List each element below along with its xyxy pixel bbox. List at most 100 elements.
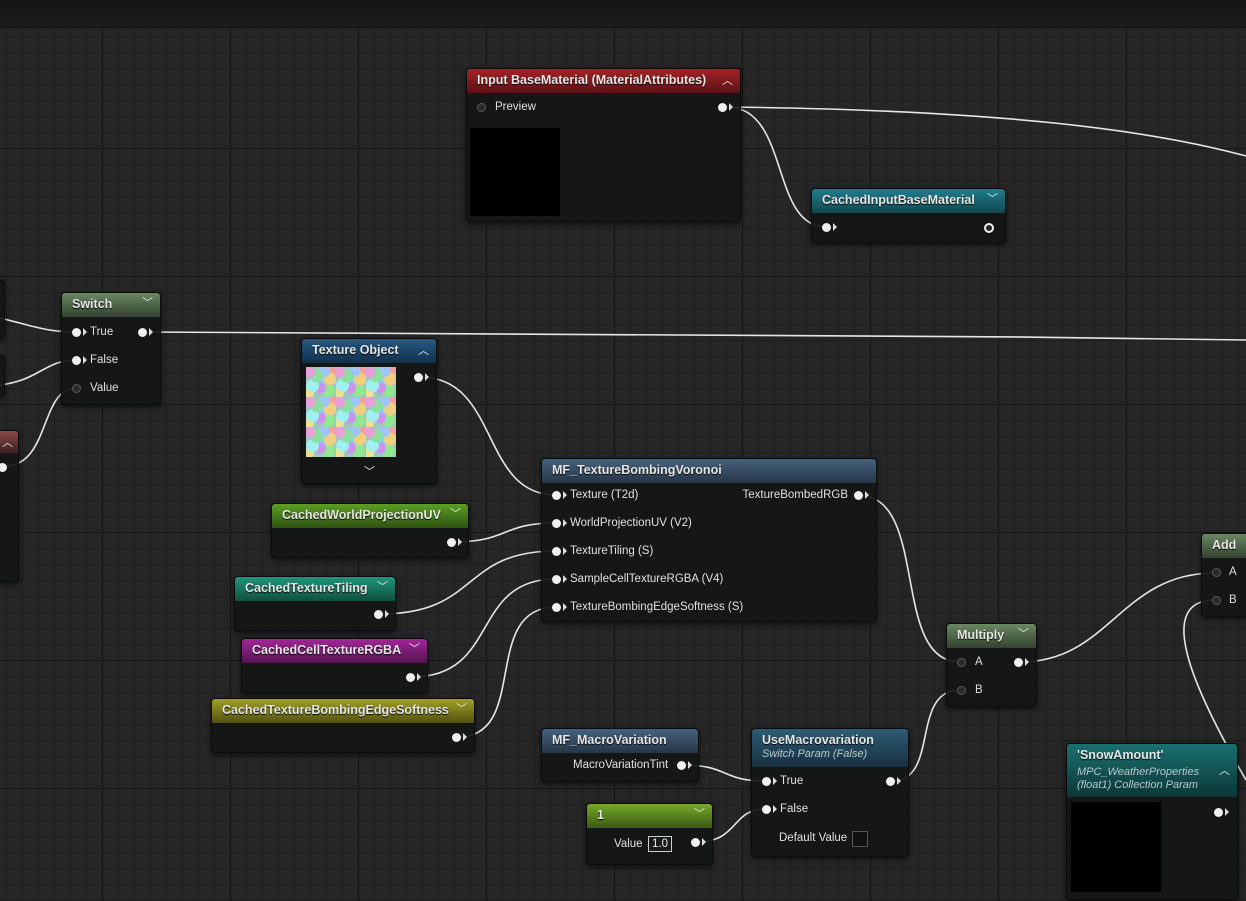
macrovariationtint-output-pin[interactable] — [677, 761, 686, 770]
chevron-up-icon[interactable]: ︿ — [722, 75, 733, 87]
partial-node-left-bottom[interactable]: ︿ — [0, 430, 19, 582]
chevron-down-icon[interactable]: ﹀ — [364, 466, 375, 478]
input-arrow-icon — [563, 575, 567, 583]
mf-macro-variation-node[interactable]: MF_MacroVariation MacroVariationTint — [541, 728, 699, 782]
input-pin[interactable] — [822, 223, 831, 232]
node-header: Multiply — [947, 624, 1036, 648]
chevron-down-icon[interactable]: ﹀ — [377, 581, 388, 593]
chevron-up-icon[interactable]: ︿ — [418, 345, 429, 357]
node-header: Texture Object — [302, 339, 436, 363]
node-title: Multiply — [957, 628, 1005, 642]
wire-softness-to-edgesoftness — [457, 606, 557, 738]
value-pin-label: Value — [90, 382, 119, 394]
node-header: 1 — [587, 804, 712, 828]
node-header: CachedTextureBombingEdgeSoftness — [212, 699, 474, 723]
output-arrow-icon — [425, 373, 429, 381]
default-value-checkbox[interactable] — [852, 831, 868, 847]
a-pin-label: A — [1229, 566, 1237, 578]
constant-output-pin[interactable] — [691, 838, 700, 847]
constant-node[interactable]: 1 ﹀ Value 1.0 — [586, 803, 713, 865]
default-value-label: Default Value — [779, 832, 848, 844]
chevron-up-icon[interactable]: ︿ — [2, 437, 13, 449]
texture-output-pin[interactable] — [414, 373, 423, 382]
true-input-pin[interactable] — [762, 777, 771, 786]
samplecelltexturergba-input-pin[interactable] — [552, 575, 561, 584]
switch-output-pin[interactable] — [138, 328, 147, 337]
b-pin-label: B — [975, 684, 983, 696]
cached-input-base-material-node[interactable]: CachedInputBaseMaterial ﹀ — [811, 188, 1006, 243]
snow-amount-output-pin[interactable] — [1214, 808, 1223, 817]
value-input[interactable]: 1.0 — [648, 836, 672, 852]
preview-input-pin[interactable] — [477, 103, 486, 112]
output-arrow-icon — [385, 610, 389, 618]
node-subtitle-collection: MPC_WeatherProperties — [1077, 766, 1200, 778]
node-header: UseMacrovariation Switch Param (False) — [752, 729, 908, 767]
output-pin[interactable] — [0, 463, 7, 472]
node-header: CachedWorldProjectionUV — [272, 504, 468, 528]
output-pin[interactable] — [406, 673, 415, 682]
add-node[interactable]: Add A B — [1201, 533, 1246, 617]
chevron-down-icon[interactable]: ﹀ — [456, 703, 467, 715]
texturetiling-input-pin[interactable] — [552, 547, 561, 556]
wire-texobj-to-texture — [419, 376, 557, 496]
true-input-pin[interactable] — [72, 328, 81, 337]
b-input-pin[interactable] — [957, 686, 966, 695]
node-title: Add — [1212, 538, 1237, 552]
input-arrow-icon — [563, 519, 567, 527]
true-pin-label: True — [780, 775, 804, 787]
partial-node-left-top[interactable] — [0, 280, 5, 338]
chevron-down-icon[interactable]: ﹀ — [409, 643, 420, 655]
b-input-pin[interactable] — [1212, 596, 1221, 605]
a-input-pin[interactable] — [957, 658, 966, 667]
node-header: CachedCellTextureRGBA — [242, 639, 427, 663]
mf-texture-bombing-voronoi-node[interactable]: MF_TextureBombingVoronoi Texture (T2d) W… — [541, 458, 877, 622]
input-arrow-icon — [563, 547, 567, 555]
output-arrow-icon — [897, 777, 901, 785]
node-header: CachedTextureTiling — [235, 577, 395, 601]
switch-node[interactable]: Switch ﹀ True False Value — [61, 292, 161, 405]
macrovariationtint-pin-label: MacroVariationTint — [573, 759, 669, 771]
a-pin-label: A — [975, 656, 983, 668]
partial-node-left-mid[interactable] — [0, 355, 5, 397]
output-arrow-icon — [463, 733, 467, 741]
material-output-pin[interactable] — [718, 103, 727, 112]
use-macrovariation-node[interactable]: UseMacrovariation Switch Param (False) T… — [751, 728, 909, 857]
cached-texture-bombing-edge-softness-node[interactable]: CachedTextureBombingEdgeSoftness ﹀ — [211, 698, 475, 753]
worldprojectionuv-input-pin[interactable] — [552, 519, 561, 528]
texture-object-node[interactable]: Texture Object ︿ ﹀ — [301, 338, 437, 484]
input-arrow-icon — [773, 777, 777, 785]
output-pin[interactable] — [374, 610, 383, 619]
worldprojectionuv-pin-label: WorldProjectionUV (V2) — [570, 517, 692, 529]
input-arrow-icon — [833, 223, 837, 231]
input-base-material-node[interactable]: Input BaseMaterial (MaterialAttributes) … — [466, 68, 741, 222]
output-pin[interactable] — [984, 223, 994, 233]
output-pin[interactable] — [447, 538, 456, 547]
cached-world-projection-uv-node[interactable]: CachedWorldProjectionUV ﹀ — [271, 503, 469, 558]
output-arrow-icon — [149, 328, 153, 336]
chevron-down-icon[interactable]: ﹀ — [450, 508, 461, 520]
value-input-pin[interactable] — [72, 384, 81, 393]
chevron-down-icon[interactable]: ﹀ — [694, 808, 705, 820]
node-title: 'SnowAmount' — [1077, 748, 1164, 762]
multiply-node[interactable]: Multiply ﹀ A B — [946, 623, 1037, 707]
false-input-pin[interactable] — [762, 805, 771, 814]
use-macrovariation-output-pin[interactable] — [886, 777, 895, 786]
texture-input-pin[interactable] — [552, 491, 561, 500]
node-header: CachedInputBaseMaterial — [812, 189, 1005, 213]
chevron-down-icon[interactable]: ﹀ — [987, 193, 998, 205]
texture-preview — [306, 367, 396, 457]
chevron-down-icon[interactable]: ﹀ — [1018, 628, 1029, 640]
output-pin[interactable] — [452, 733, 461, 742]
cached-texture-tiling-node[interactable]: CachedTextureTiling ﹀ — [234, 576, 396, 631]
texturebombedrgb-output-pin[interactable] — [854, 491, 863, 500]
cached-cell-texture-rgba-node[interactable]: CachedCellTextureRGBA ﹀ — [241, 638, 428, 693]
a-input-pin[interactable] — [1212, 568, 1221, 577]
chevron-down-icon[interactable]: ﹀ — [142, 297, 153, 309]
snow-amount-node[interactable]: 'SnowAmount' MPC_WeatherProperties (floa… — [1066, 743, 1238, 900]
multiply-output-pin[interactable] — [1014, 658, 1023, 667]
edgesoftness-input-pin[interactable] — [552, 603, 561, 612]
false-input-pin[interactable] — [72, 356, 81, 365]
chevron-up-icon[interactable]: ︿ — [1219, 765, 1230, 777]
false-pin-label: False — [90, 354, 119, 366]
output-arrow-icon — [702, 838, 706, 846]
